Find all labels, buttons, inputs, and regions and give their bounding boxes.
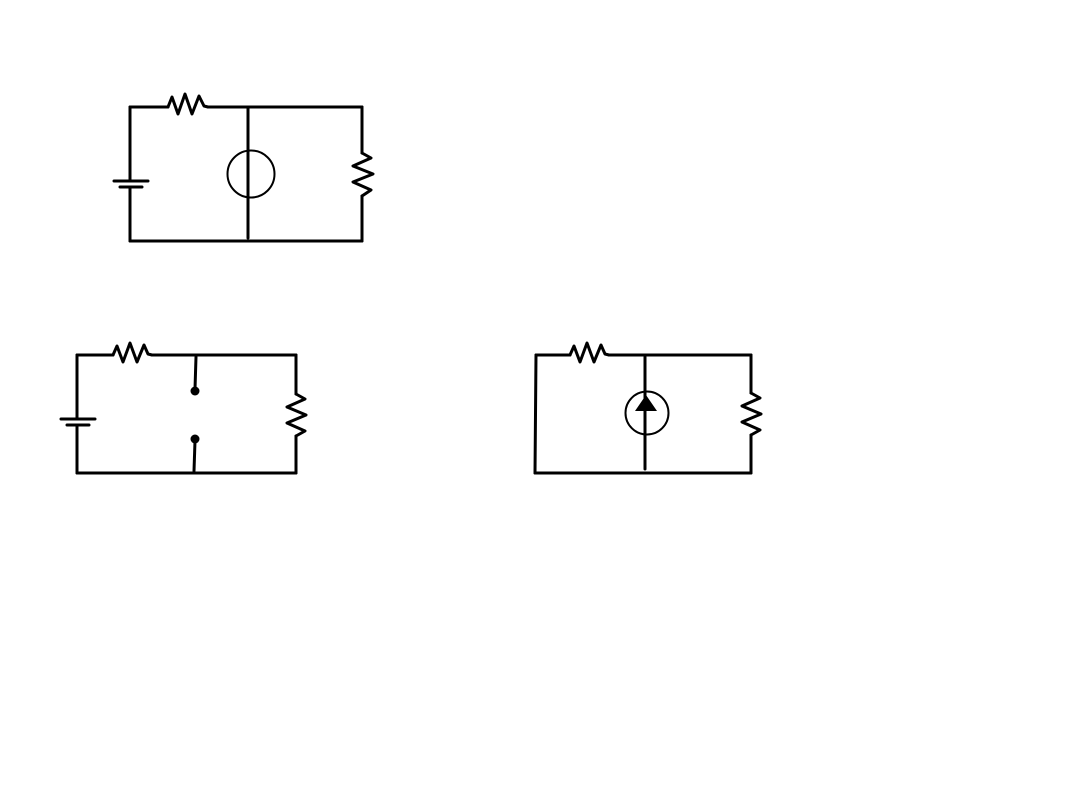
switch-lower-terminal [190,434,200,444]
wire-left [533,353,538,475]
load-resistor [351,151,375,198]
voltage-source [226,149,276,199]
circuit-current-source [533,341,763,475]
load-resistor [285,392,308,438]
series-resistor [568,341,611,364]
circuit-voltage-source [112,92,375,243]
series-resistor [166,92,210,116]
current-source [624,390,670,436]
switch-upper-terminal [190,386,200,396]
circuit-open-switch [59,341,308,475]
load-resistor [740,391,763,437]
current-source-arrow-icon [635,395,657,411]
switch-upper-lead [193,355,198,391]
switch-lower-lead [192,439,197,473]
series-resistor [111,341,154,364]
